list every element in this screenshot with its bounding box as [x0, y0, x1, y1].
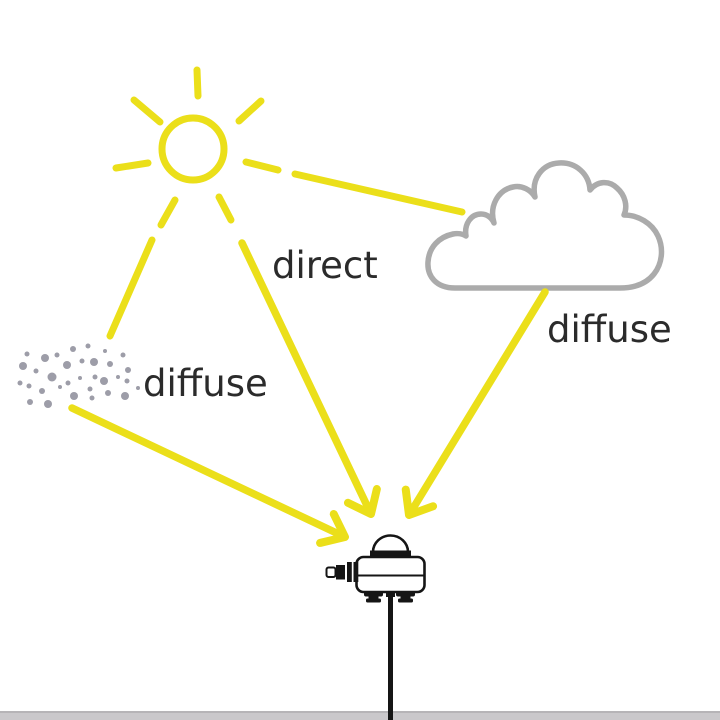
aerosol-dot — [105, 390, 111, 396]
aerosol-dot — [116, 375, 120, 379]
label-diffuse-cloud: diffuse — [547, 308, 672, 351]
sun-ray-top — [193, 66, 202, 100]
sensor-dome — [371, 534, 410, 554]
aerosol-dot — [121, 392, 129, 400]
aerosol-dot — [103, 349, 107, 353]
sun-disc — [158, 114, 228, 184]
aerosol-dot — [125, 367, 131, 373]
aerosol-dot — [39, 388, 45, 394]
mounting-pole — [388, 596, 393, 720]
aerosol-dot — [120, 352, 126, 358]
sun-to-cloud-ray — [291, 170, 466, 216]
sensor-collar — [370, 550, 411, 558]
sun-to-aerosol-ray — [106, 236, 156, 340]
aerosol-dot — [47, 372, 57, 382]
aerosol-dot — [27, 399, 33, 405]
sun-ray-left — [112, 159, 152, 172]
aerosol-dot — [58, 385, 62, 389]
aerosol-dot — [26, 383, 32, 389]
aerosol-dot — [92, 374, 98, 380]
aerosol-dot — [17, 380, 23, 386]
cloud-icon — [425, 160, 665, 291]
aerosol-dot — [33, 368, 39, 374]
aerosol-dot — [100, 377, 108, 385]
aerosol-dot — [65, 380, 71, 386]
aerosol-dot — [78, 376, 82, 380]
aerosol-dot — [44, 400, 52, 408]
sun-ray-lower-right — [215, 193, 235, 224]
aerosol-dot — [107, 361, 113, 367]
direct-radiation-arrow — [238, 239, 381, 518]
aerosol-dot — [54, 352, 60, 358]
aerosol-dot — [41, 354, 49, 362]
aerosol-dot — [89, 395, 95, 401]
label-diffuse-aerosol: diffuse — [143, 362, 268, 405]
sensor-feet — [364, 591, 415, 603]
sun-ray-upper-right — [235, 97, 265, 125]
sun-ray-upper-left — [130, 96, 164, 126]
sun-ray-lower-left — [157, 196, 179, 229]
aerosol-dot — [85, 343, 91, 349]
aerosol-dot — [63, 361, 71, 369]
aerosol-dot — [79, 358, 85, 364]
sun-ray-right — [242, 158, 282, 174]
aerosol-dot — [19, 362, 27, 370]
aerosol-dot — [124, 378, 130, 384]
aerosol-dot — [70, 346, 76, 352]
aerosol-dot — [90, 358, 98, 366]
cloud-diffuse-arrow — [401, 288, 549, 519]
sun-icon — [112, 66, 282, 229]
ground-strip — [0, 711, 720, 720]
aerosol-dot — [136, 386, 140, 390]
aerosol-dot — [24, 351, 30, 357]
cable-connector — [325, 562, 359, 582]
pyranometer-icon — [325, 534, 426, 720]
aerosol-dot — [87, 386, 93, 392]
aerosol-diffuse-arrow — [68, 404, 349, 547]
aerosol-dot — [70, 392, 78, 400]
aerosol-dots-icon — [17, 343, 140, 408]
label-direct: direct — [272, 244, 378, 287]
